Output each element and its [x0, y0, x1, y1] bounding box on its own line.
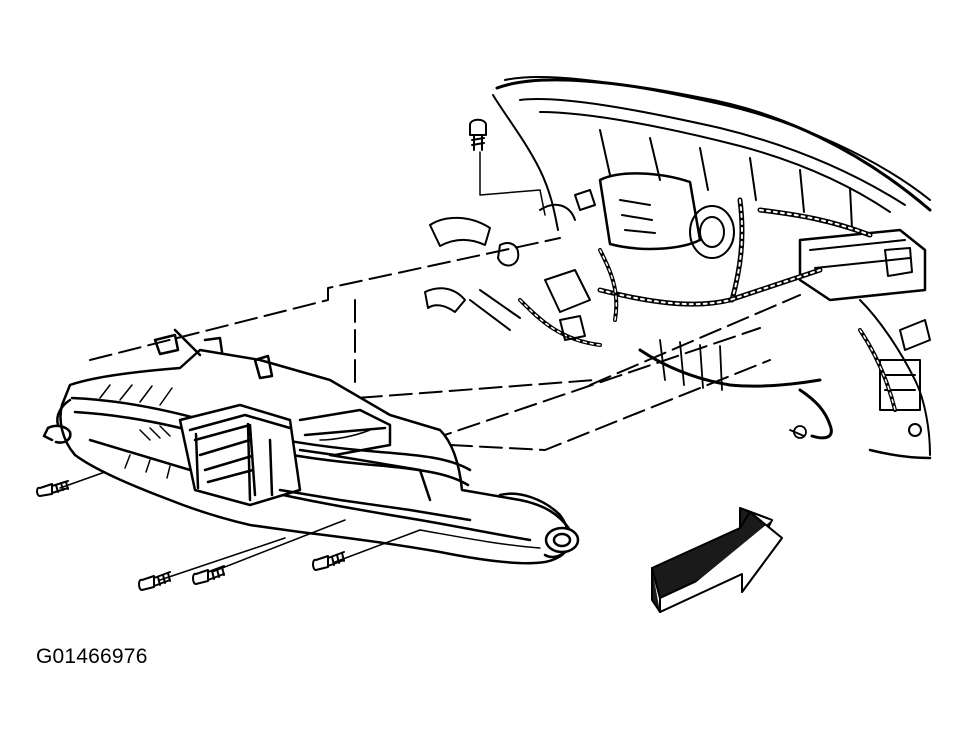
air-distribution-duct	[44, 330, 578, 563]
bolt-icon	[193, 566, 224, 584]
instrument-panel-assembly	[493, 77, 930, 458]
bolt-icon	[37, 481, 68, 496]
wiring-harness	[520, 200, 895, 438]
leader-line	[480, 152, 545, 215]
dash-components	[425, 190, 595, 340]
bolt-icon	[470, 120, 486, 150]
figure-id-label: G01466976	[36, 645, 148, 668]
projection-lines	[90, 238, 800, 450]
bolt-icon	[139, 572, 170, 590]
front-arrow-icon	[652, 508, 782, 612]
bolt-icon	[313, 552, 344, 570]
